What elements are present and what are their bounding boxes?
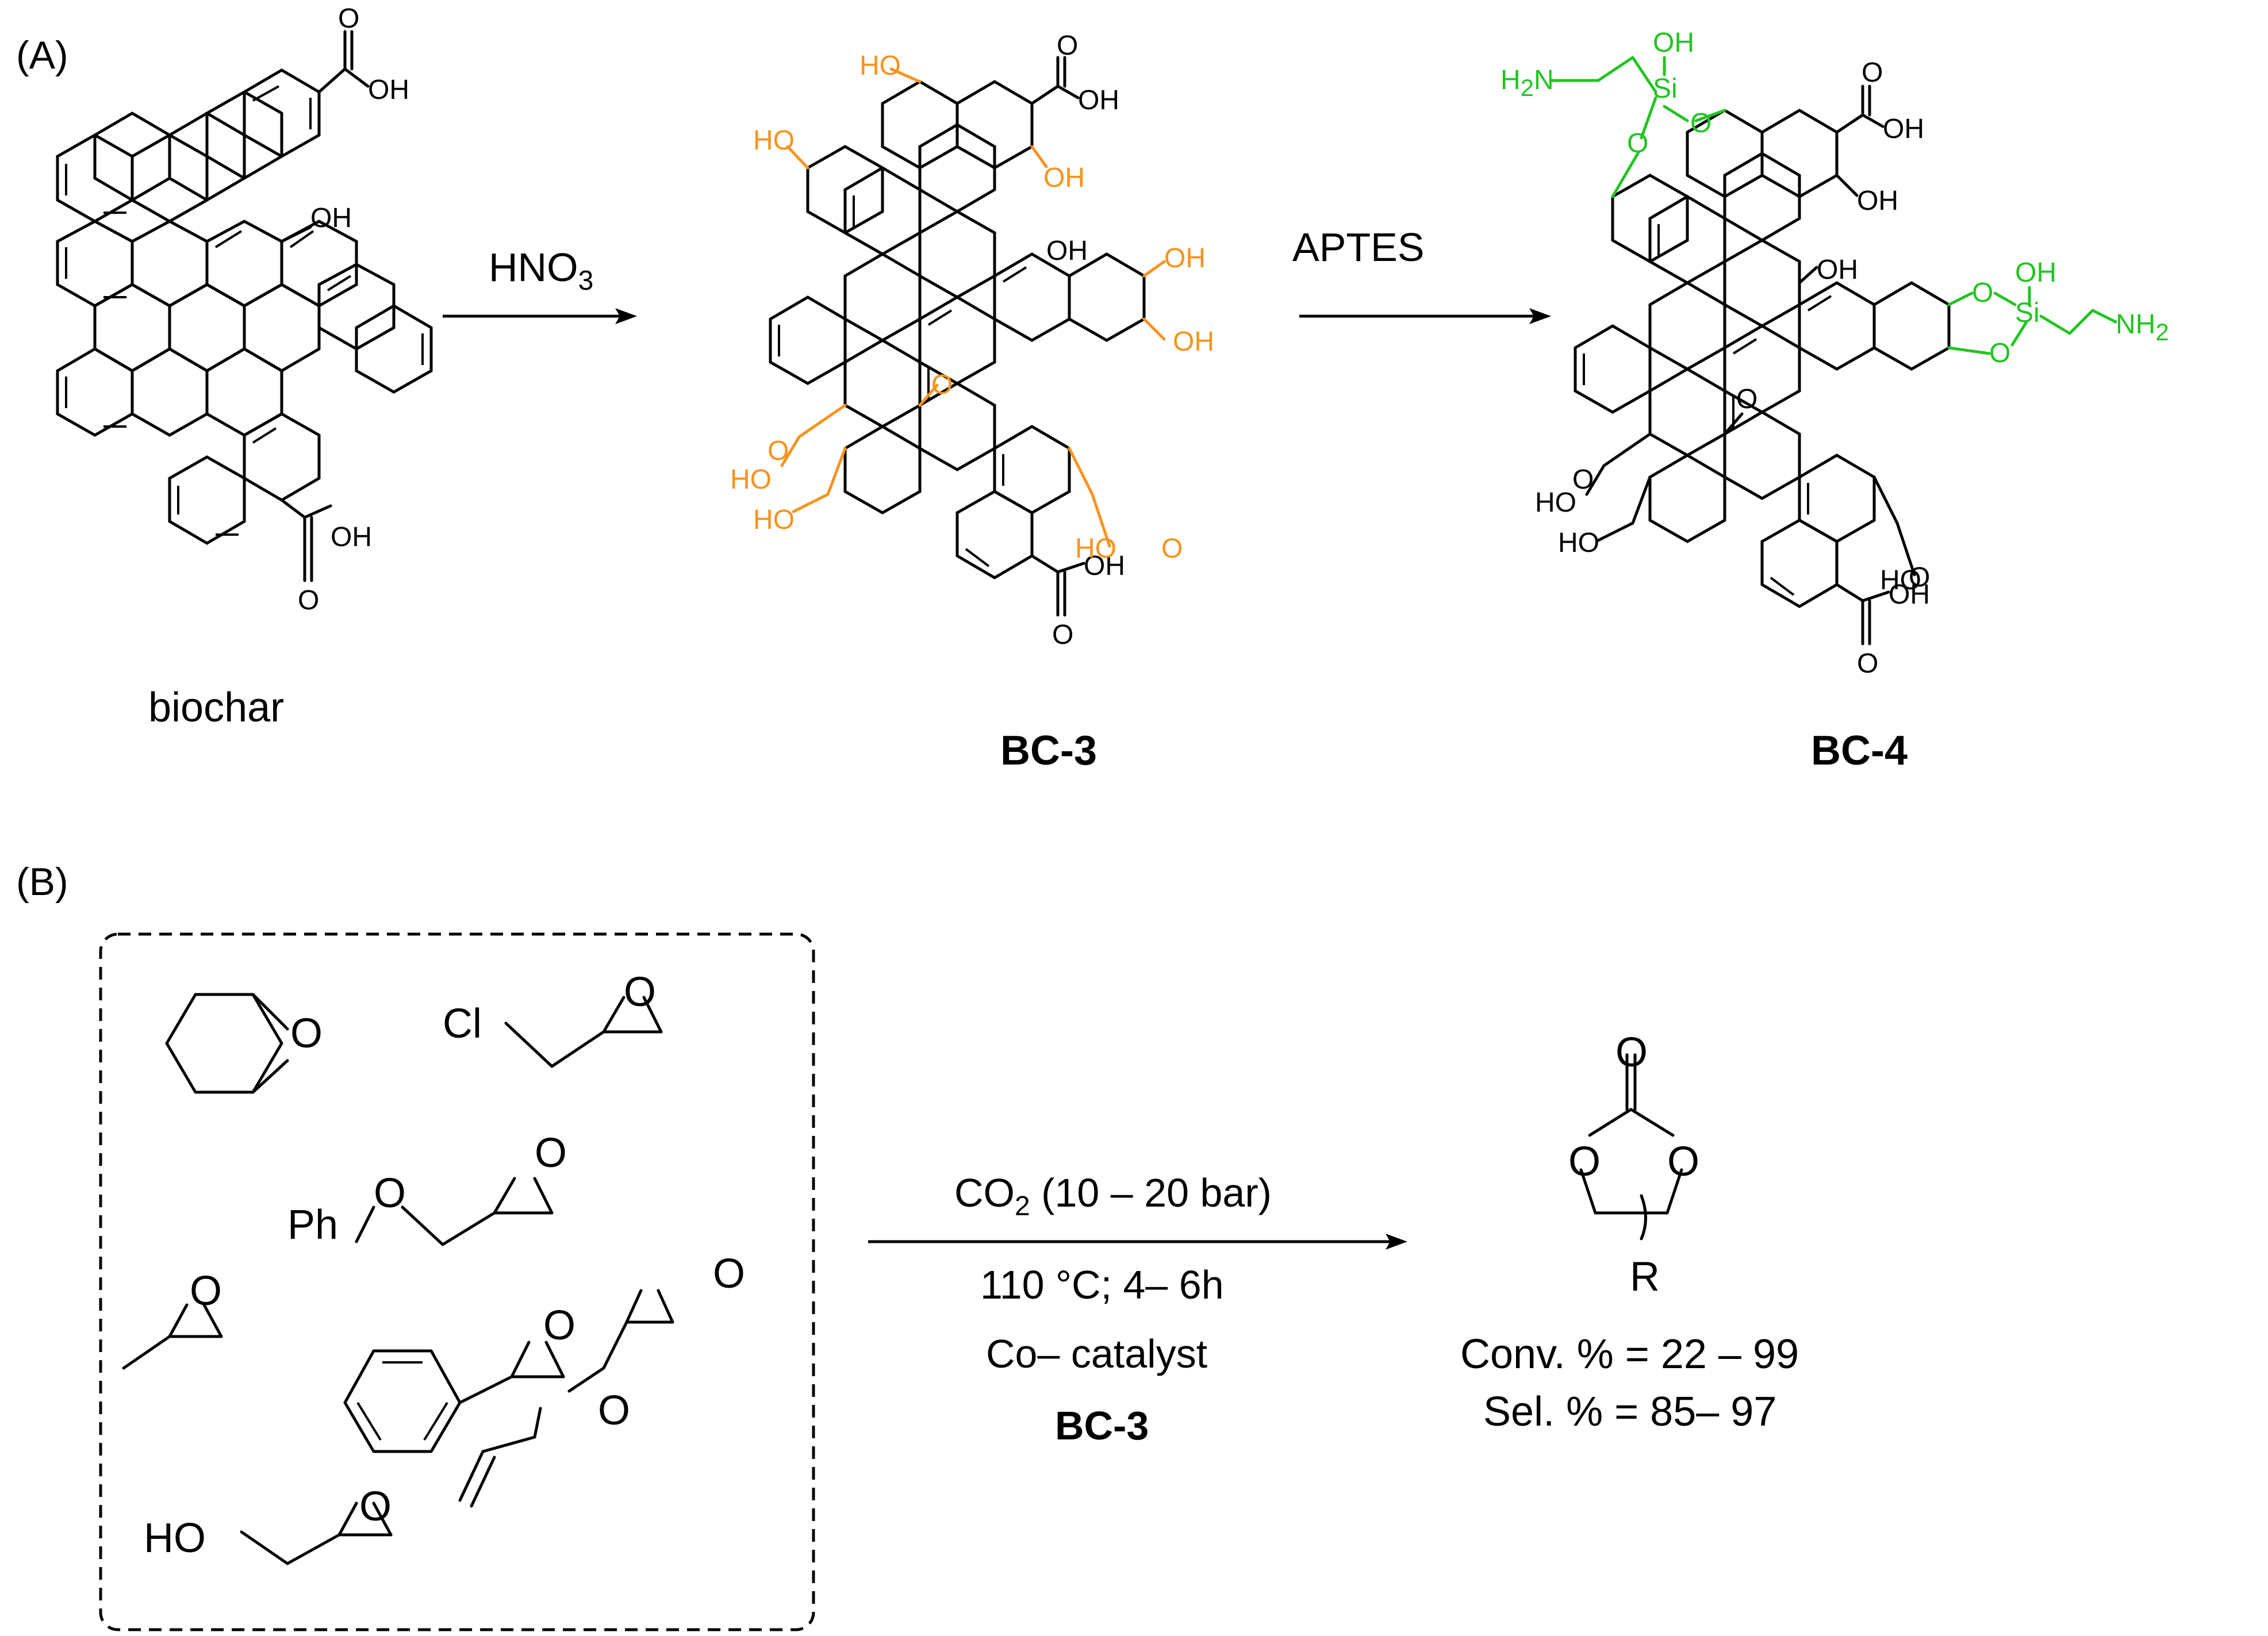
condition-catalyst: BC-3 (1055, 1403, 1149, 1448)
atom-o: O (1989, 338, 2010, 368)
atom-ho: HO (753, 505, 795, 535)
atom-o: O (1736, 384, 1757, 414)
atom-oh: OH (1817, 255, 1858, 285)
substrate-o: O (190, 1268, 222, 1314)
atom-oh: OH (2015, 258, 2056, 288)
atom-oh: OH (310, 203, 352, 233)
arrow-step2 (1299, 308, 1551, 324)
atom-ho: HO (1558, 528, 1599, 558)
atom-oh: OH (368, 75, 409, 105)
atom-oh: OH (1883, 114, 1924, 144)
atom-o: O (1572, 464, 1594, 495)
substrate-box (99, 932, 815, 1631)
atom-oh: OH (1078, 85, 1119, 116)
panel-b-label: (B) (16, 860, 68, 904)
atom-o: O (1057, 30, 1078, 61)
product-o-carbonyl: O (1615, 1030, 1648, 1076)
substrate-ph: Ph (287, 1202, 339, 1248)
substrate-o: O (290, 1011, 323, 1057)
atom-o: O (1972, 278, 1993, 308)
substrate-o: O (374, 1170, 406, 1216)
panel-a-label: (A) (16, 33, 68, 77)
substrate-cl: Cl (443, 1001, 482, 1047)
atom-ho: HO (1880, 565, 1921, 596)
atom-o: O (767, 436, 789, 466)
bc3-label: BC-3 (1000, 728, 1097, 774)
atom-o: O (1862, 57, 1883, 88)
atom-oh: OH (1889, 579, 1930, 610)
substrate-o: O (598, 1388, 631, 1434)
bc3-structure: O OH OH OH O HO HO OH OH OH O O HO HO HO… (730, 30, 1214, 650)
product-r-group: R (1630, 1254, 1660, 1300)
cyclic-carbonate-structure (1579, 1053, 1683, 1241)
condition-line2: 110 °C; 4– 6h (980, 1262, 1224, 1307)
h2n-group: H2N (1501, 65, 1554, 101)
atom-oh: OH (1046, 236, 1088, 266)
arrow-step1 (443, 308, 637, 324)
atom-o: O (298, 585, 319, 616)
bc4-label: BC-4 (1811, 728, 1908, 774)
atom-o: O (1627, 128, 1648, 159)
atom-ho: HO (859, 51, 901, 81)
atom-o: O (1052, 620, 1073, 650)
atom-si: Si (1653, 74, 1678, 104)
atom-o: O (338, 3, 359, 34)
biochar-label: biochar (148, 685, 285, 731)
atom-o: O (1161, 533, 1183, 564)
atom-oh: OH (1043, 163, 1085, 193)
atom-oh: OH (1164, 243, 1206, 274)
substrate-o: O (543, 1303, 576, 1349)
atom-ho: HO (1075, 533, 1116, 564)
substrate-o: O (624, 969, 657, 1015)
product-o-ring-right: O (1667, 1139, 1700, 1185)
atom-ho: HO (730, 464, 772, 495)
arrow-reaction-b (868, 1234, 1407, 1250)
atom-oh: OH (331, 522, 372, 552)
atom-oh: OH (1857, 186, 1898, 216)
conversion-result: Conv. % = 22 – 99 (1460, 1331, 1799, 1377)
condition-line1: CO2 (10 – 20 bar) (954, 1170, 1272, 1222)
condition-line3: Co– catalyst (986, 1331, 1208, 1376)
substrate-ho: HO (144, 1515, 206, 1561)
atom-o: O (1690, 108, 1711, 139)
atom-oh: OH (1084, 551, 1125, 581)
atom-oh: OH (1173, 327, 1214, 357)
substrate-o: O (713, 1251, 746, 1297)
atom-o: O (931, 370, 953, 400)
bc4-structure: O OH OH OH O OH O O HO HO HO O OH Si O O… (1501, 28, 2169, 679)
atom-ho: HO (753, 125, 795, 156)
atom-si: Si (2015, 298, 2040, 328)
substrate-o: O (535, 1130, 567, 1176)
nh2-group: NH2 (2116, 309, 2169, 345)
step1-reagent: HNO3 (489, 245, 594, 296)
selectivity-result: Sel. % = 85– 97 (1483, 1389, 1777, 1435)
atom-oh: OH (1653, 28, 1694, 58)
biochar-structure: O OH OH OH O (56, 3, 433, 616)
atom-o: O (1909, 562, 1930, 593)
substrate-o: O (359, 1484, 392, 1530)
atom-ho: HO (1535, 487, 1576, 518)
step2-reagent: APTES (1292, 225, 1425, 270)
atom-o: O (1857, 648, 1878, 679)
product-o-ring-left: O (1568, 1139, 1601, 1185)
